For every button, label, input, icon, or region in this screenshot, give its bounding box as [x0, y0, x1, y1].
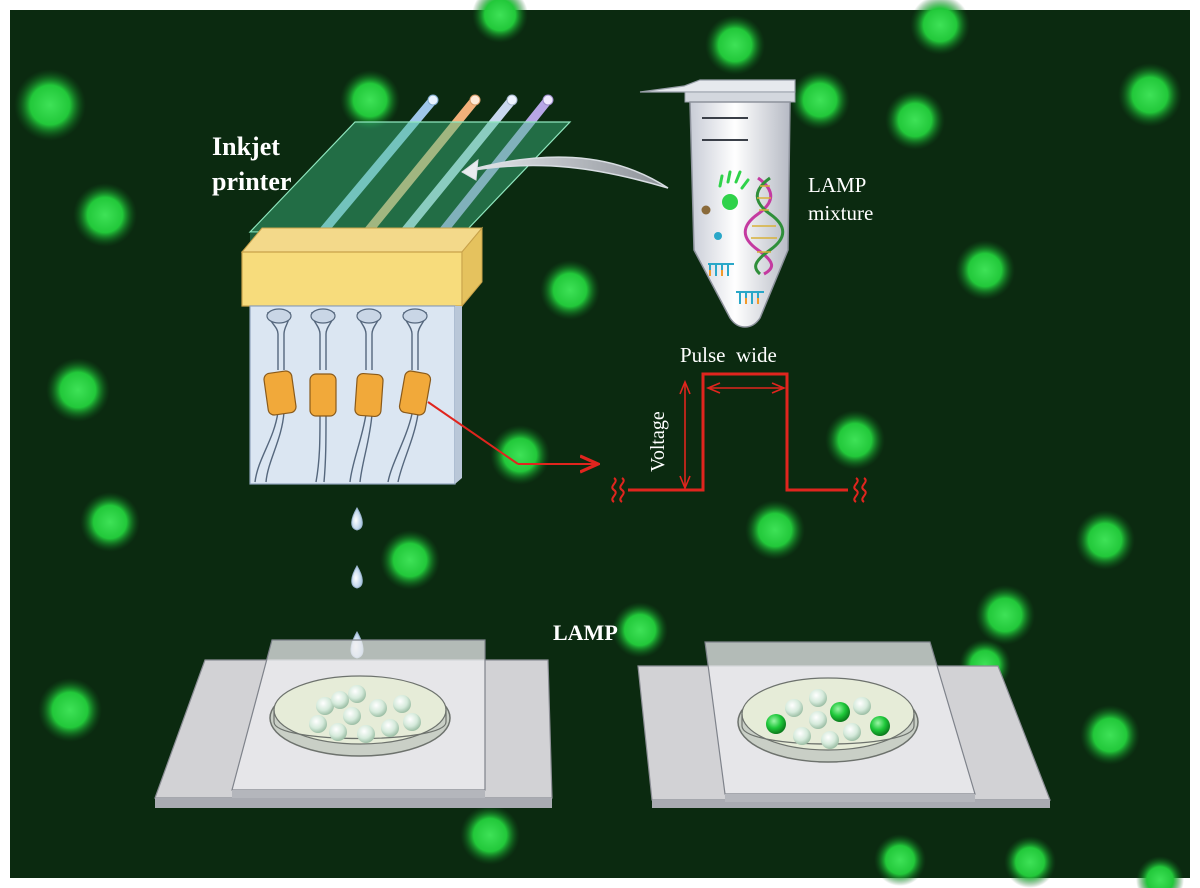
pulse-wide-label: Pulse wide [680, 343, 777, 367]
fluorescent-spots [14, 0, 1184, 888]
dish-beads-after [766, 689, 890, 749]
slide-after-lamp [637, 641, 1051, 808]
lamp-mixture-label-line2: mixture [808, 201, 873, 225]
print-head-front [241, 251, 463, 307]
slide-before-lamp [154, 639, 553, 808]
dish-beads-before [309, 685, 421, 743]
lamp-step-label: LAMP [553, 620, 618, 645]
inkjet-printer: Inkjet printer [212, 94, 572, 485]
voltage-label: Voltage [647, 411, 669, 472]
inkjet-printer-label-line2: printer [212, 167, 291, 196]
nozzle-heads [266, 308, 428, 324]
lamp-mixture-tube: LAMP mixture [639, 79, 873, 328]
nozzle-chambers [263, 370, 432, 418]
inkjet-printer-label-line1: Inkjet [212, 132, 280, 161]
print-head-top-face [240, 227, 484, 253]
lamp-mixture-label-line1: LAMP [808, 173, 866, 197]
voltage-pulse-waveform: Pulse wide Voltage [427, 343, 867, 503]
